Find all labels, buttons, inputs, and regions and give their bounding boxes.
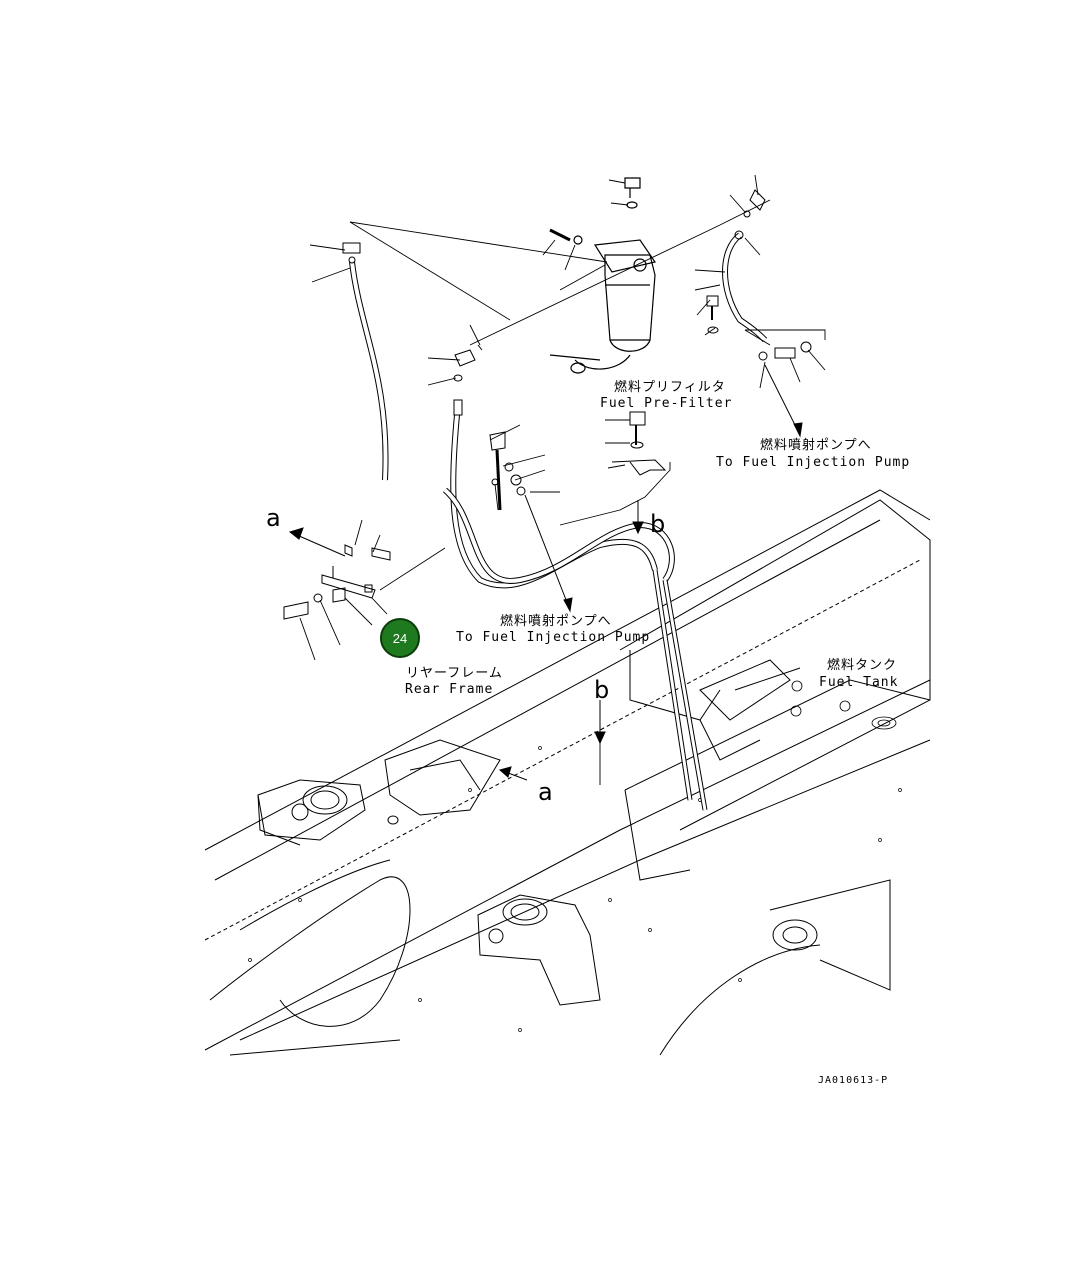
fuel-prefilter-drawing <box>549 177 656 374</box>
rear-frame-drawing <box>204 489 931 1056</box>
rear-frame-label-en: Rear Frame <box>405 682 494 697</box>
view-marker-a-frame: a <box>538 778 553 806</box>
prefilter-label-jp: 燃料プリフィルタ <box>614 380 726 395</box>
hardware-parts <box>283 189 812 620</box>
callout-24[interactable]: 24 <box>380 618 420 658</box>
view-marker-b-lower: b <box>594 676 610 704</box>
injection-pump-lower-label-en: To Fuel Injection Pump <box>456 630 651 645</box>
view-marker-b-upper: b <box>650 510 666 538</box>
fuel-tank-label-jp: 燃料タンク <box>827 658 898 673</box>
view-marker-a-left: a <box>266 504 281 532</box>
injection-pump-upper-label-jp: 燃料噴射ポンプへ <box>760 438 872 453</box>
rear-frame-label-jp: リヤーフレーム <box>406 666 503 681</box>
direction-arrows <box>288 364 803 781</box>
leader-lines <box>299 174 826 785</box>
fuel-hoses <box>349 232 768 811</box>
drawing-number: JA010613-P <box>818 1075 889 1086</box>
injection-pump-upper-label-en: To Fuel Injection Pump <box>716 455 911 470</box>
prefilter-label-en: Fuel Pre-Filter <box>600 396 733 411</box>
injection-pump-lower-label-jp: 燃料噴射ポンプへ <box>500 614 612 629</box>
fuel-tank-label-en: Fuel Tank <box>819 675 899 690</box>
